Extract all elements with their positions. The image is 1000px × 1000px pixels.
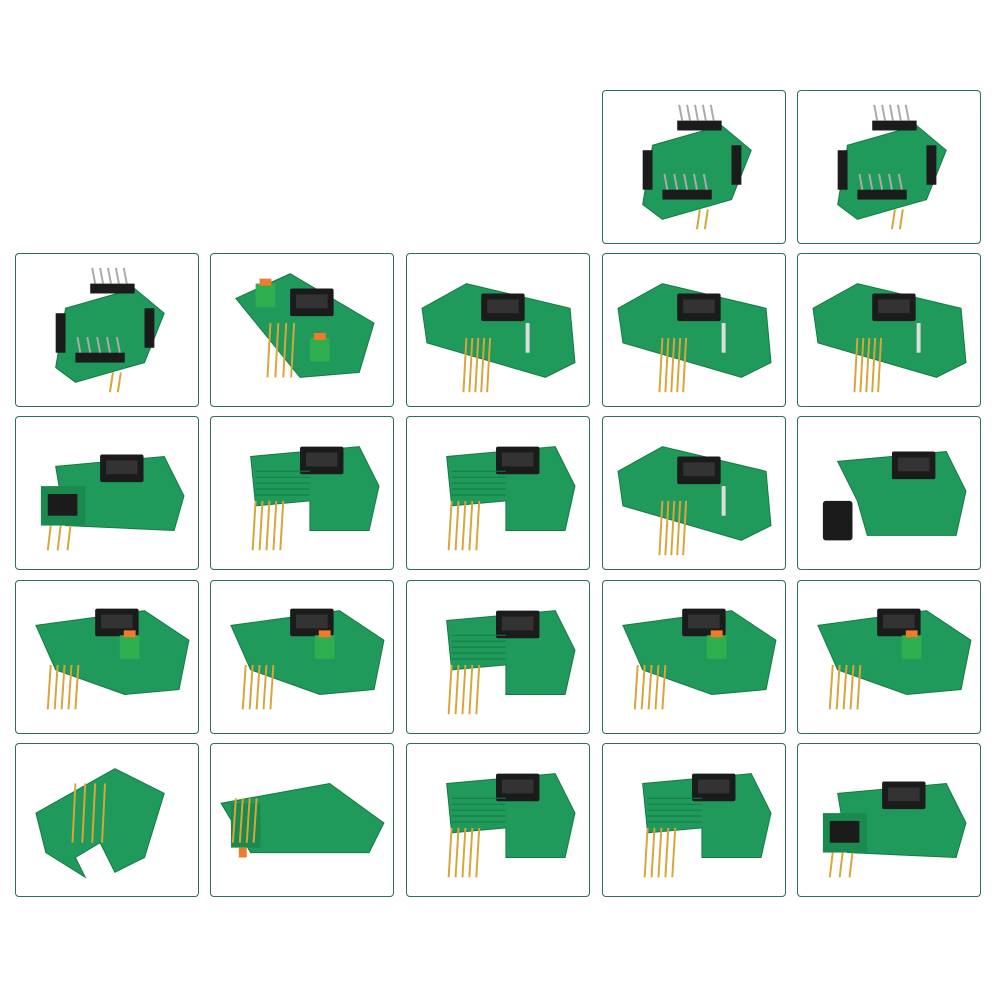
- product-thumbnail-idc-t-pins[interactable]: [602, 743, 786, 897]
- product-thumbnail-terminal-pogo[interactable]: [210, 253, 394, 407]
- pcb-adapter-image: [617, 446, 772, 556]
- product-thumbnail-idc-terminal[interactable]: [797, 580, 981, 734]
- product-thumbnail-idc-socket[interactable]: [15, 416, 199, 570]
- product-thumbnail-u-board[interactable]: [15, 743, 199, 897]
- pcb-adapter-image: [55, 267, 165, 393]
- pcb-adapter-image: [617, 283, 772, 393]
- pcb-adapter-image: [446, 773, 576, 878]
- pcb-adapter-image: [40, 454, 185, 551]
- pcb-adapter-image: [817, 608, 972, 710]
- pcb-adapter-image: [622, 608, 777, 710]
- product-thumbnail-idc-pogo[interactable]: [602, 253, 786, 407]
- pcb-adapter-image: [421, 283, 576, 393]
- pcb-adapter-image: [35, 608, 190, 710]
- pcb-adapter-image: [446, 446, 576, 551]
- product-thumbnail-idc-terminal[interactable]: [15, 580, 199, 734]
- product-thumbnail-pin-header-square[interactable]: [797, 90, 981, 244]
- pcb-adapter-image: [446, 610, 576, 715]
- product-thumbnail-pin-header-square[interactable]: [15, 253, 199, 407]
- product-thumbnail-idc-t-pins[interactable]: [210, 416, 394, 570]
- product-thumbnail-idc-t-pins[interactable]: [406, 580, 590, 734]
- pcb-adapter-image: [220, 782, 385, 858]
- pcb-adapter-image: [235, 273, 375, 378]
- product-thumbnail-pin-header-square[interactable]: [602, 90, 786, 244]
- pcb-adapter-image: [837, 104, 947, 230]
- pcb-adapter-image: [642, 104, 752, 230]
- product-thumbnail-idc-socket[interactable]: [797, 743, 981, 897]
- pcb-adapter-image: [642, 773, 772, 878]
- pcb-adapter-image: [230, 608, 385, 710]
- product-thumbnail-idc-block[interactable]: [797, 416, 981, 570]
- pcb-adapter-image: [35, 768, 165, 879]
- pcb-adapter-image: [812, 283, 967, 393]
- product-thumbnail-idc-terminal[interactable]: [210, 580, 394, 734]
- product-thumbnail-idc-t-pins[interactable]: [406, 416, 590, 570]
- pcb-adapter-image: [822, 781, 967, 878]
- product-thumbnail-idc-pogo[interactable]: [602, 416, 786, 570]
- pcb-adapter-image: [250, 446, 380, 551]
- pcb-adapter-image: [822, 451, 967, 541]
- product-thumbnail-idc-terminal[interactable]: [602, 580, 786, 734]
- product-thumbnail-idc-t-pins[interactable]: [406, 743, 590, 897]
- product-thumbnail-idc-pogo[interactable]: [406, 253, 590, 407]
- product-thumbnail-idc-pogo[interactable]: [797, 253, 981, 407]
- product-thumbnail-long-board[interactable]: [210, 743, 394, 897]
